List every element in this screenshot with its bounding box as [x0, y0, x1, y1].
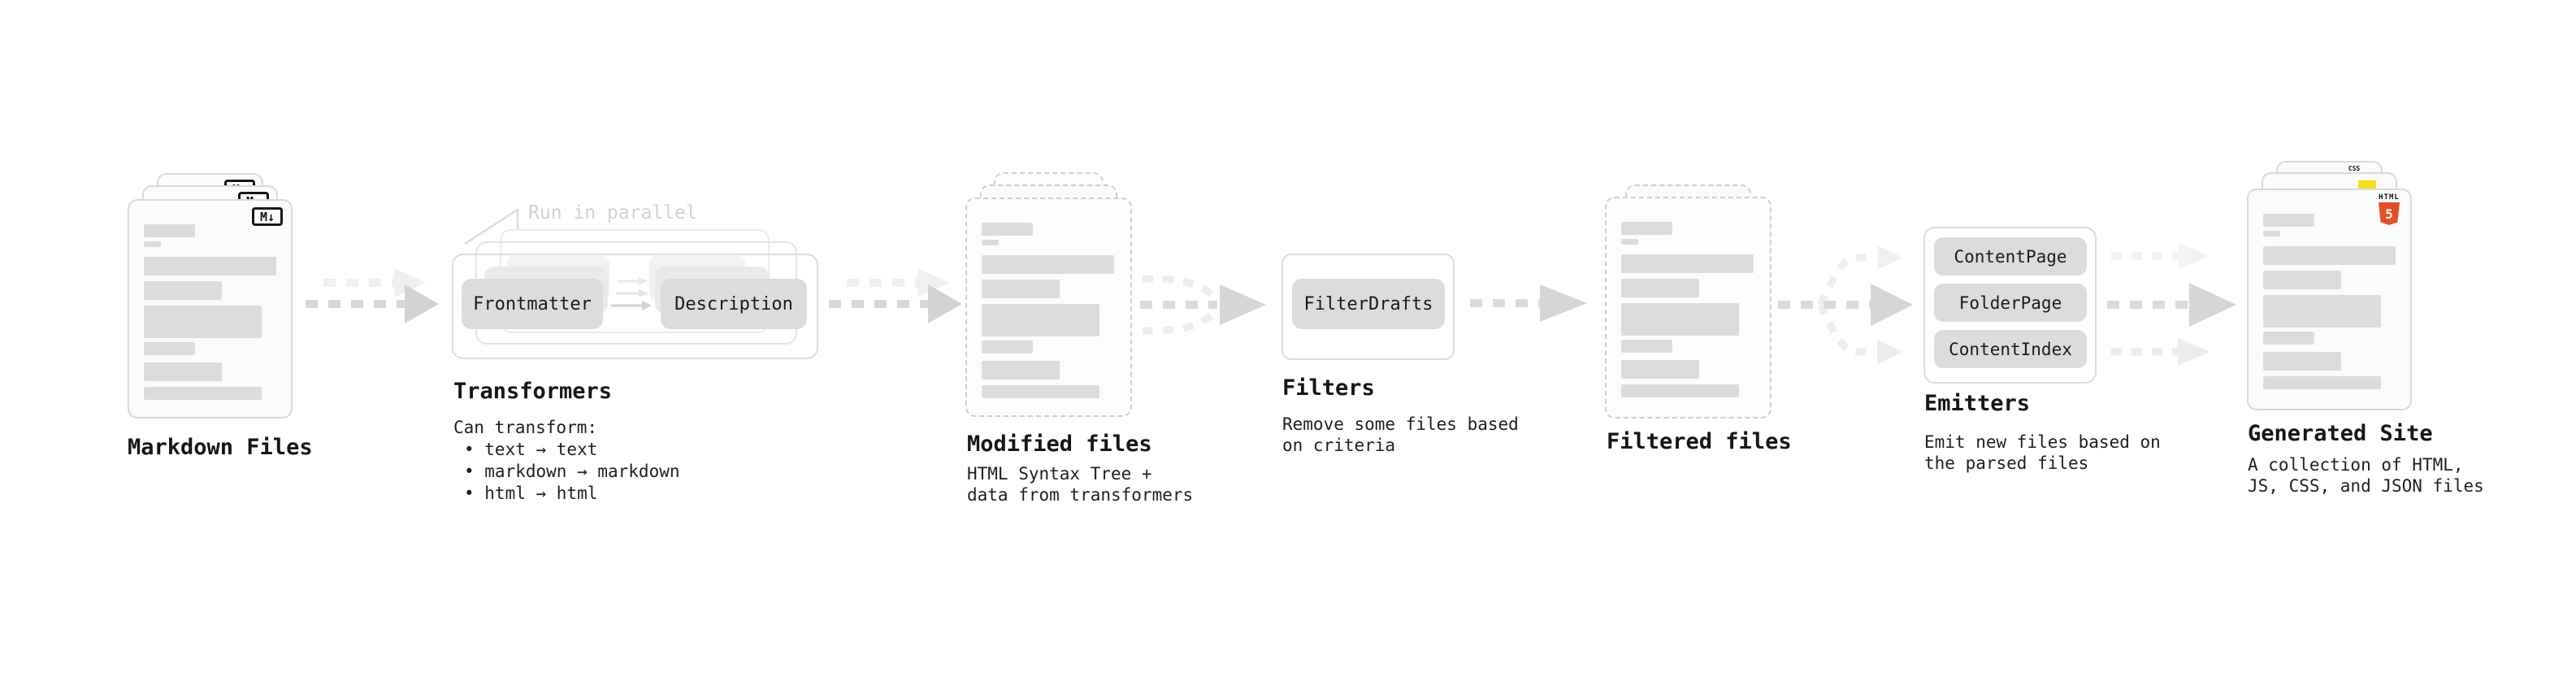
emitters-description-line: Emit new files based on — [1924, 432, 2161, 452]
emitter-node-contentindex: ContentIndex — [1934, 330, 2087, 368]
callout-line-icon — [464, 207, 519, 245]
flow-arrow-icon — [829, 268, 962, 323]
stage-label-transformers: Transformers — [453, 379, 613, 404]
markdown-icon: M↓ — [252, 207, 283, 226]
merge-arrow-icon — [1140, 275, 1266, 335]
filtered-file-card-front — [1605, 197, 1772, 419]
flow-arrow-icon — [306, 268, 439, 323]
stage-label-generated-site: Generated Site — [2248, 421, 2433, 446]
modified-files-description-line: data from transformers — [967, 485, 1194, 505]
stage-label-filters: Filters — [1282, 375, 1375, 401]
parallel-arrows-icon — [611, 277, 652, 310]
text-placeholder-bars — [1621, 198, 1755, 397]
text-placeholder-bars — [144, 201, 276, 400]
run-in-parallel-annotation: Run in parallel — [528, 202, 697, 223]
text-placeholder-bars — [2263, 190, 2396, 389]
stage-label-emitters: Emitters — [1924, 391, 2031, 416]
fanout-arrow-icon — [1778, 245, 1913, 364]
transformers-description-line: • markdown → markdown — [464, 462, 680, 481]
transformer-node-frontmatter: Frontmatter — [462, 279, 603, 329]
filters-description-line: on criteria — [1282, 436, 1396, 455]
transformer-frame-front — [452, 254, 818, 359]
transformer-node-description: Description — [661, 279, 807, 329]
modified-files-description-line: HTML Syntax Tree + — [967, 464, 1152, 484]
text-placeholder-bars — [982, 199, 1116, 398]
transformers-description-line: • html → html — [464, 484, 598, 503]
stage-label-filtered-files: Filtered files — [1607, 429, 1792, 454]
filter-node-filterdrafts: FilterDrafts — [1292, 279, 1445, 329]
modified-file-card-front — [965, 197, 1132, 417]
generated-site-description-line: JS, CSS, and JSON files — [2248, 476, 2484, 496]
html5-icon: HTML 5 — [2373, 193, 2405, 225]
flow-arrow-icon — [1470, 284, 1587, 322]
generated-site-description-line: A collection of HTML, — [2248, 455, 2464, 475]
emitter-node-contentpage: ContentPage — [1934, 237, 2087, 275]
generated-file-card-html: HTML 5 — [2247, 189, 2412, 410]
emitter-node-folderpage: FolderPage — [1934, 284, 2087, 322]
filters-frame — [1281, 254, 1455, 360]
transformers-description-line: • text → text — [464, 440, 598, 459]
transformers-description-line: Can transform: — [453, 418, 598, 437]
markdown-file-card-front: M↓ — [128, 199, 293, 419]
filters-description-line: Remove some files based — [1282, 414, 1519, 434]
emitters-frame — [1923, 227, 2097, 384]
parallel-flow-arrows-icon — [2107, 242, 2236, 366]
stage-label-markdown-files: Markdown Files — [128, 435, 313, 460]
emitters-description-line: the parsed files — [1924, 453, 2089, 473]
stage-label-modified-files: Modified files — [967, 432, 1152, 457]
